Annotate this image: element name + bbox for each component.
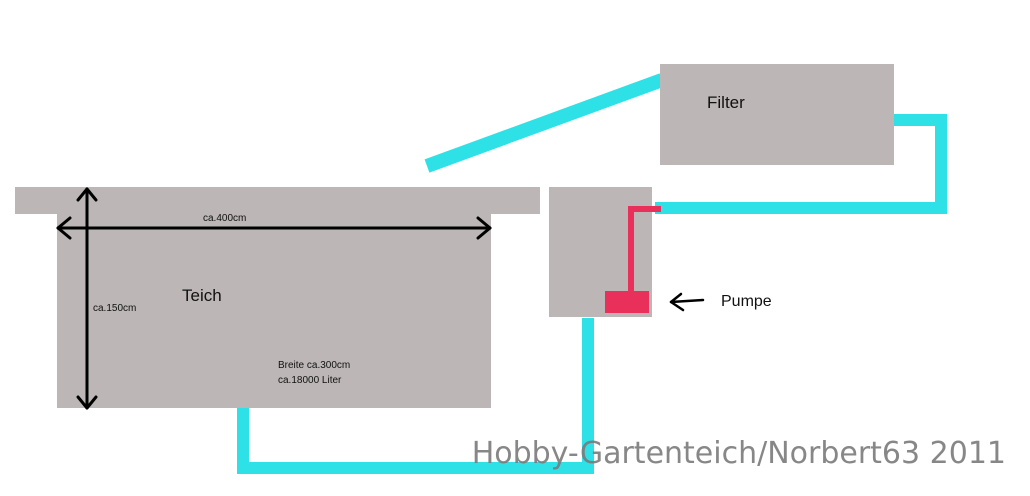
width-label: Breite ca.300cm [278, 360, 350, 371]
filter-label: Filter [707, 93, 745, 112]
volume-label: ca.18000 Liter [278, 375, 342, 386]
pond-basin [57, 212, 491, 408]
depth-dimension-arrow [76, 187, 98, 410]
pump [605, 291, 649, 313]
pond-label: Teich [182, 286, 222, 305]
pipe-chamber-to-pond [237, 318, 594, 474]
length-label: ca.400cm [203, 213, 246, 224]
pond-rim [15, 187, 540, 214]
pump-pointer-arrow [669, 292, 705, 312]
filter-box [660, 64, 894, 165]
pump-riser-pipe [628, 206, 661, 292]
pump-label: Pumpe [721, 293, 772, 310]
pipe-filter-to-pond [424, 73, 665, 173]
depth-label: ca.150cm [93, 303, 136, 314]
length-dimension-arrow [56, 216, 492, 240]
watermark-text: Hobby-Gartenteich/Norbert63 2011 [472, 436, 1006, 471]
return-pipe-filter-to-chamber [655, 114, 947, 214]
